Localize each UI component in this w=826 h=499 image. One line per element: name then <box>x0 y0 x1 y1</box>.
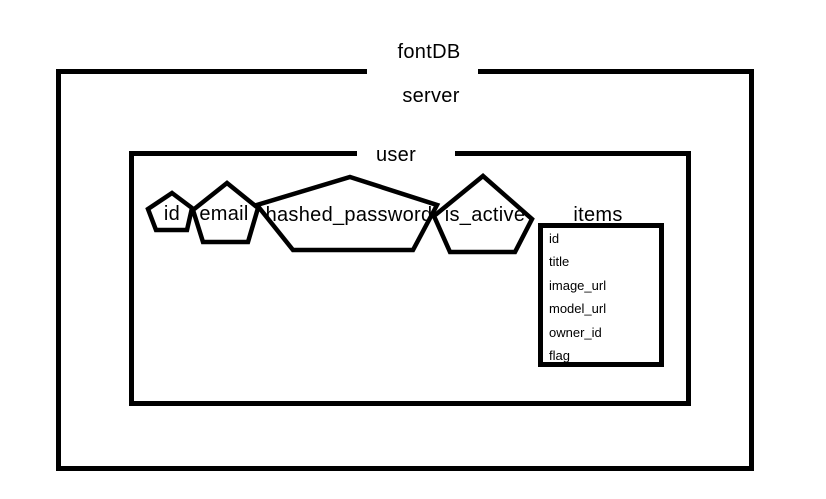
items-field-model-url: model_url <box>549 301 607 317</box>
items-field-flag: flag <box>549 348 570 364</box>
items-field-title: title <box>549 254 570 270</box>
items-field-owner-id: owner_id <box>549 324 602 340</box>
items-field-list: id title image_url model_url owner_id fl… <box>549 227 659 367</box>
user-box-label: user <box>375 144 417 166</box>
user-box-title-gap <box>357 148 455 160</box>
items-box-label: items <box>573 204 623 226</box>
items-field-id: id <box>549 231 560 246</box>
db-title: fontDB <box>397 41 461 63</box>
pentagon-id-shape <box>145 190 195 233</box>
user-field-is-active-label: is_active <box>444 204 526 226</box>
items-box <box>538 223 664 367</box>
pentagon-is-active-shape <box>431 173 535 255</box>
server-box-label: server <box>402 85 460 107</box>
user-field-hashed-password-label: hashed_password <box>265 204 433 226</box>
user-field-id-label: id <box>163 203 181 225</box>
pentagon-email-shape <box>190 180 261 245</box>
server-box-title-gap <box>367 66 478 78</box>
user-field-email-label: email <box>199 203 249 225</box>
items-field-image-url: image_url <box>549 277 607 293</box>
pentagon-hashed-password-shape <box>253 174 441 253</box>
